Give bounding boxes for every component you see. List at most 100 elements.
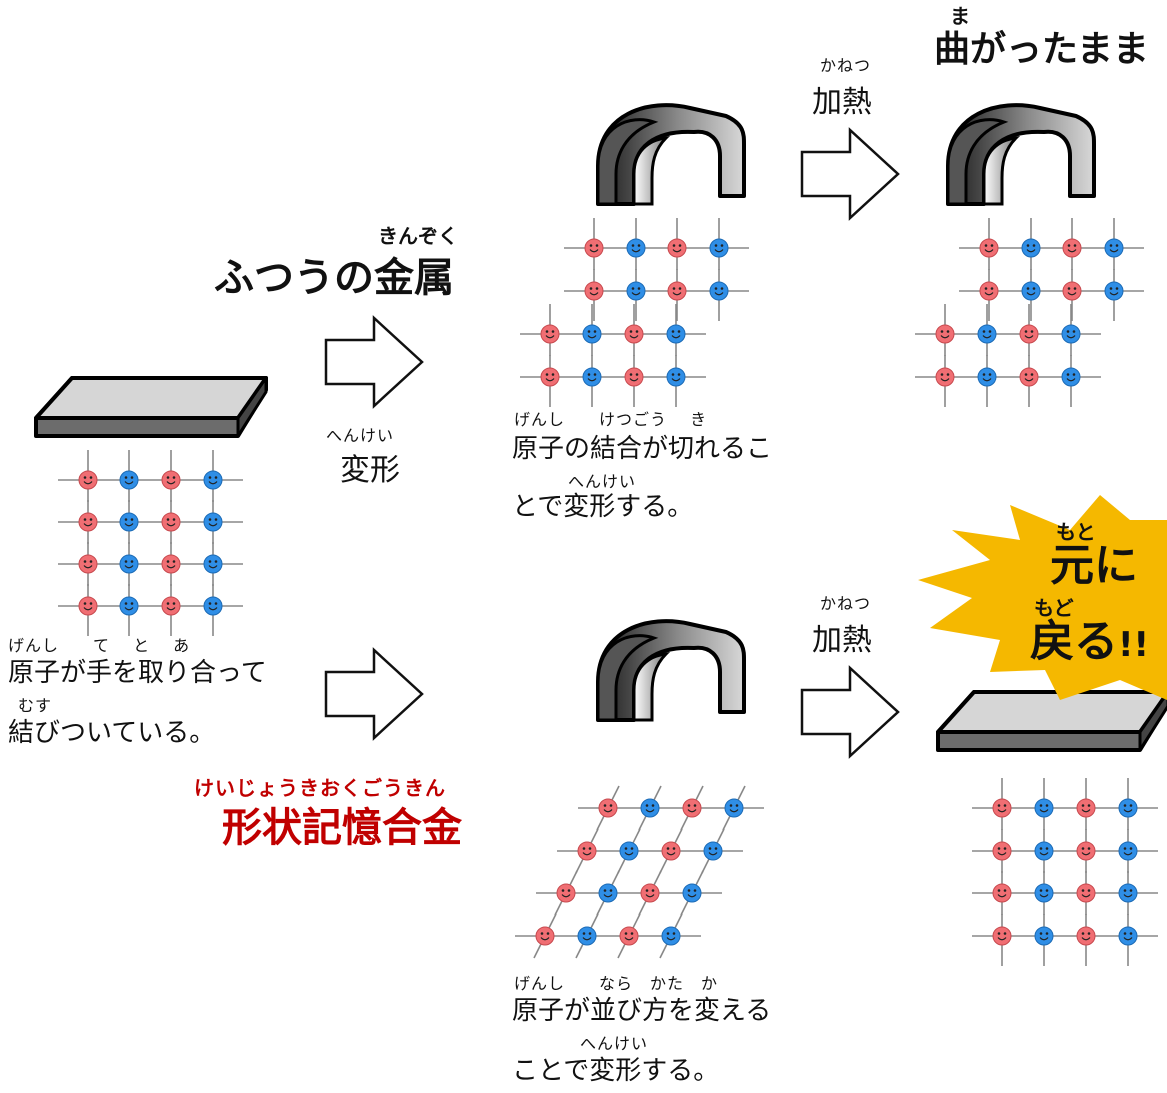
atom bbox=[1104, 281, 1124, 301]
bottom-caption-line-1: 原子が並び方を変える bbox=[512, 996, 772, 1026]
atom bbox=[682, 883, 702, 903]
atom bbox=[724, 798, 744, 818]
deform-arrow-top bbox=[324, 316, 424, 408]
atom bbox=[119, 596, 139, 616]
atom bbox=[703, 841, 723, 861]
normal-metal-label: ふつうの金属 bbox=[214, 255, 454, 301]
atom bbox=[584, 281, 604, 301]
atom bbox=[203, 512, 223, 532]
returns-ruby-2: もど bbox=[1034, 596, 1074, 620]
atom bbox=[624, 324, 644, 344]
atom bbox=[577, 841, 597, 861]
normal-metal-ruby: きんぞく bbox=[378, 224, 458, 248]
atom bbox=[709, 238, 729, 258]
top-caption-ruby-2: へんけい bbox=[568, 472, 637, 491]
bent-arch-top bbox=[596, 103, 746, 206]
atom bbox=[119, 554, 139, 574]
returns-line-2-mark: !! bbox=[1118, 625, 1150, 665]
lattice-sheared bbox=[515, 785, 764, 959]
stays-bent-label: 曲がったまま bbox=[934, 29, 1149, 70]
returns-ruby-1: もと bbox=[1056, 520, 1096, 544]
atom bbox=[1118, 841, 1138, 861]
atom bbox=[619, 926, 639, 946]
atom bbox=[1118, 883, 1138, 903]
lattice-broken-upper bbox=[564, 218, 749, 321]
atom bbox=[556, 883, 576, 903]
atom bbox=[1062, 238, 1082, 258]
atom bbox=[661, 926, 681, 946]
left-caption-ruby-1: げんし て と あ bbox=[8, 636, 191, 655]
starburst-shape bbox=[918, 495, 1167, 700]
returns-line-2: 戻る!! bbox=[1030, 620, 1149, 664]
atom bbox=[161, 470, 181, 490]
atom bbox=[577, 926, 597, 946]
atom bbox=[78, 512, 98, 532]
atom bbox=[977, 367, 997, 387]
atom bbox=[935, 324, 955, 344]
top-caption-line-1: 原子の結合が切れるこ bbox=[512, 434, 773, 464]
bottom-caption-line-2: ことで変形する。 bbox=[512, 1056, 720, 1086]
shape-memory-label: 形状記憶合金 bbox=[222, 805, 462, 851]
atom bbox=[582, 367, 602, 387]
heat-arrow-bottom bbox=[800, 666, 900, 758]
atom bbox=[640, 883, 660, 903]
atom bbox=[203, 596, 223, 616]
atom bbox=[1019, 324, 1039, 344]
atom bbox=[667, 281, 687, 301]
atom bbox=[1062, 281, 1082, 301]
atom bbox=[992, 841, 1012, 861]
atom bbox=[1034, 841, 1054, 861]
atom bbox=[992, 798, 1012, 818]
atom bbox=[1076, 841, 1096, 861]
heat-arrow-top bbox=[800, 128, 900, 220]
flat-plate-restored bbox=[936, 690, 1167, 752]
atom bbox=[584, 238, 604, 258]
lattice-heated-lower bbox=[915, 304, 1101, 407]
atom bbox=[161, 554, 181, 574]
atom bbox=[1061, 324, 1081, 344]
atom bbox=[626, 281, 646, 301]
atom bbox=[78, 554, 98, 574]
atom bbox=[535, 926, 555, 946]
top-caption-line-2: とで変形する。 bbox=[512, 492, 694, 522]
stays-bent-ruby: ま bbox=[950, 4, 970, 28]
shape-memory-ruby: けいじょうきおくごうきん bbox=[194, 776, 446, 800]
atom bbox=[1021, 238, 1041, 258]
atom bbox=[1019, 367, 1039, 387]
atom bbox=[1021, 281, 1041, 301]
lattice-heated-upper bbox=[959, 218, 1144, 321]
atom bbox=[598, 798, 618, 818]
atom bbox=[682, 798, 702, 818]
deform-ruby: へんけい bbox=[326, 426, 395, 445]
atom bbox=[78, 596, 98, 616]
deform-arrow-bottom bbox=[324, 648, 424, 740]
atom bbox=[1104, 238, 1124, 258]
deform-label: 変形 bbox=[340, 453, 400, 488]
heat-top-label: 加熱 bbox=[812, 85, 872, 120]
bottom-caption-ruby-2: へんけい bbox=[580, 1034, 649, 1053]
atom bbox=[935, 367, 955, 387]
atom bbox=[1118, 926, 1138, 946]
returns-line-1: 元に bbox=[1050, 540, 1138, 591]
atom bbox=[619, 841, 639, 861]
top-caption-ruby-1: げんし けつごう き bbox=[514, 410, 708, 429]
atom bbox=[161, 512, 181, 532]
left-caption-ruby-2: むす bbox=[18, 696, 53, 715]
lattice-initial bbox=[58, 450, 243, 636]
atom bbox=[1034, 798, 1054, 818]
atom bbox=[582, 324, 602, 344]
atom bbox=[1118, 798, 1138, 818]
bent-arch-heated bbox=[946, 103, 1096, 206]
atom bbox=[1076, 883, 1096, 903]
atom bbox=[666, 367, 686, 387]
atom bbox=[709, 281, 729, 301]
atom bbox=[661, 841, 681, 861]
atom bbox=[1061, 367, 1081, 387]
atom bbox=[626, 238, 646, 258]
atom bbox=[1076, 798, 1096, 818]
heat-top-ruby: かねつ bbox=[820, 56, 872, 75]
bottom-caption-ruby-1: げんし なら かた か bbox=[514, 974, 719, 993]
lattice-restored bbox=[972, 778, 1158, 966]
atom bbox=[624, 367, 644, 387]
